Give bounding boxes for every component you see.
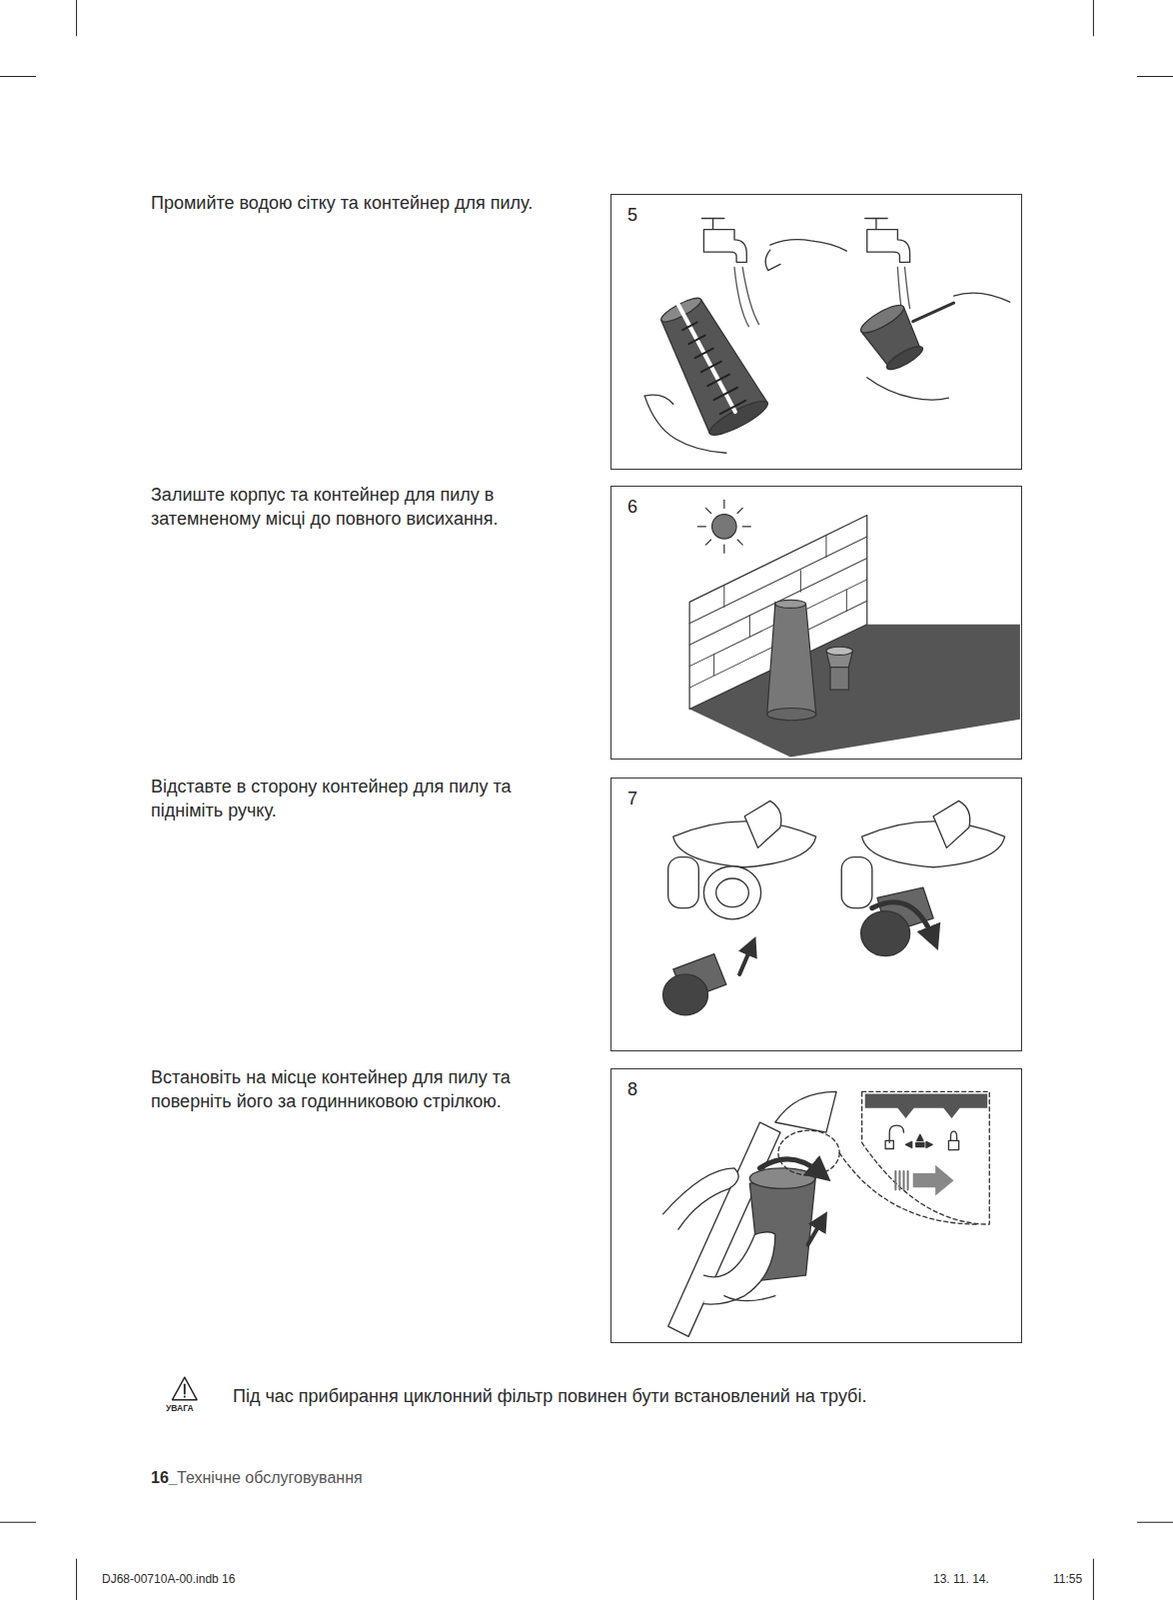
- step-panel: 8: [610, 1068, 1023, 1343]
- step-number: 5: [627, 204, 638, 226]
- print-date: 13. 11. 14.: [933, 1571, 990, 1588]
- warning-text: Під час прибирання циклонний фільтр пови…: [232, 1384, 867, 1409]
- file-name: DJ68-00710A-00.indb 16: [101, 1571, 235, 1588]
- step-panel: 5: [610, 193, 1023, 470]
- drying-illustration: [689, 499, 1021, 757]
- handle-illustration: [663, 800, 1006, 1015]
- step-number: 7: [627, 788, 638, 810]
- instruction-text: Залиште корпус та контейнер для пилу в з…: [150, 483, 571, 532]
- warning-word: УВАГА: [165, 1402, 194, 1414]
- print-time: 11:55: [1053, 1571, 1083, 1588]
- step-number: 6: [627, 496, 638, 518]
- instruction-text: Відставте в сторону контейнер для пилу т…: [150, 775, 581, 824]
- step-panel: 6: [610, 485, 1023, 760]
- warning-icon: [172, 1376, 198, 1399]
- section-name: Технічне обслуговування: [176, 1466, 363, 1488]
- washing-illustration: [634, 217, 1011, 453]
- step-number: 8: [627, 1079, 638, 1101]
- instruction-text: Промийте водою сітку та контейнер для пи…: [150, 191, 571, 216]
- instruction-text: Встановіть на місце контейнер для пилу т…: [150, 1066, 581, 1115]
- step-panel: 7: [610, 777, 1023, 1052]
- page-number: 16_: [150, 1466, 178, 1488]
- install-illustration: [663, 1091, 991, 1336]
